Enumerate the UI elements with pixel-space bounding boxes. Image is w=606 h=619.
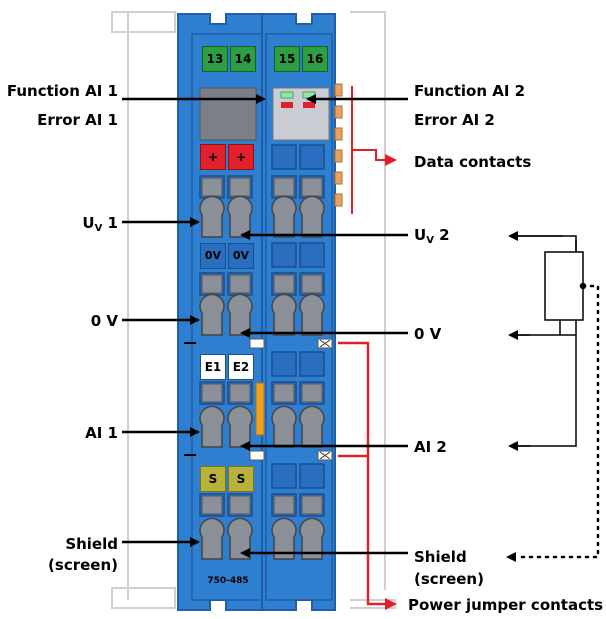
clamp-openings (199, 195, 325, 560)
label-power-jumper-contacts: Power jumper contacts (408, 596, 604, 614)
label-error-ai1: Error AI 1 (37, 111, 118, 129)
part-number: 750-485 (207, 576, 249, 586)
label-uv1-main: U (82, 214, 95, 232)
plus-terminal-1: + (200, 144, 226, 170)
zero-v-terminal-1: 0V (200, 243, 226, 269)
label-data-contacts: Data contacts (414, 153, 532, 171)
callout-arrows-left (122, 94, 266, 547)
label-0v-right: 0 V (414, 325, 442, 343)
label-uv2-num: 2 (433, 226, 450, 244)
label-screen-left: (screen) (48, 556, 118, 574)
e2-terminal: E2 (228, 354, 254, 380)
power-jumper-bracket (338, 341, 397, 610)
label-function-ai2: Function AI 2 (414, 82, 526, 100)
label-function-ai1: Function AI 1 (6, 82, 118, 100)
label-uv2: UV 2 (414, 226, 450, 250)
terminal-16: 16 (302, 46, 328, 72)
label-uv2-sub: V (426, 235, 434, 246)
shield-terminal-1: S (200, 466, 226, 492)
label-uv1-num: 1 (102, 214, 118, 232)
sensor-circuit (506, 231, 600, 562)
shield-terminal-2: S (228, 466, 254, 492)
led-window-1 (199, 87, 257, 141)
label-uv1-sub: V (94, 223, 103, 234)
terminal-15: 15 (274, 46, 300, 72)
label-uv1: UV 1 (0, 214, 118, 238)
label-0v-left: 0 V (90, 312, 118, 330)
terminal-13: 13 (202, 46, 228, 72)
label-screen-right: (screen) (414, 570, 484, 588)
label-uv2-main: U (414, 226, 427, 244)
led-window-2 (272, 87, 330, 141)
plus-terminal-2: + (228, 144, 254, 170)
label-ai2: AI 2 (414, 438, 447, 456)
e1-terminal: E1 (200, 354, 226, 380)
label-error-ai2: Error AI 2 (414, 111, 495, 129)
data-contacts-bracket (351, 86, 397, 214)
slot-grid-gray (201, 177, 323, 515)
terminal-14: 14 (230, 46, 256, 72)
label-shield-left: Shield (65, 535, 118, 553)
jumper-bar (255, 382, 265, 436)
callout-arrows-right (240, 94, 408, 558)
zero-v-terminal-2: 0V (228, 243, 254, 269)
power-jumper-markers (184, 338, 333, 461)
label-shield-right: Shield (414, 548, 467, 566)
data-contact-tabs (334, 83, 343, 207)
label-ai1: AI 1 (85, 424, 118, 442)
